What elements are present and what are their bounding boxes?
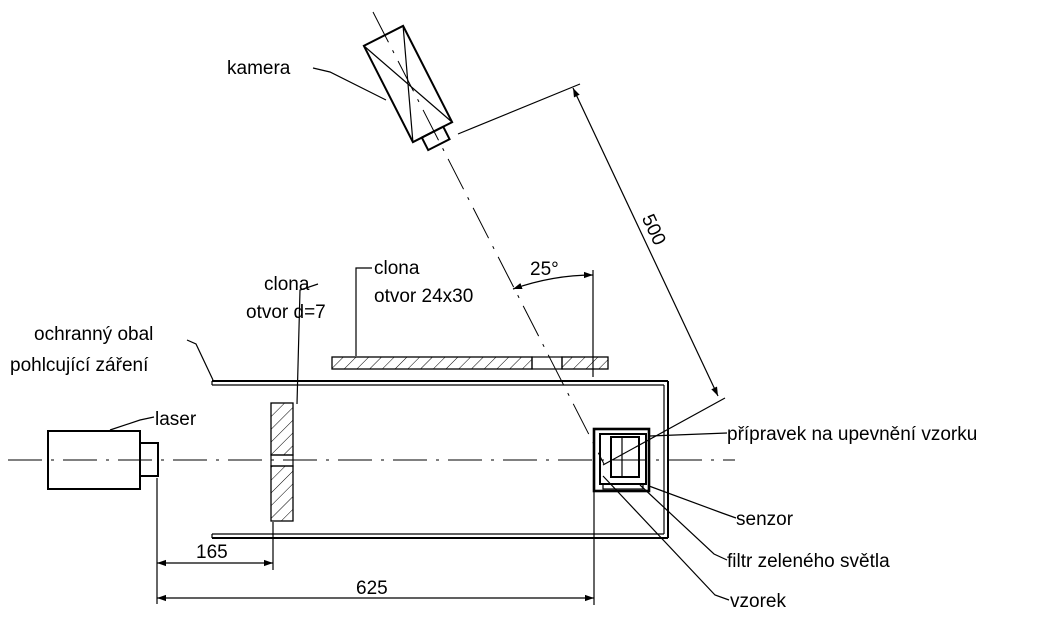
dimension-text-25: 25° — [530, 259, 559, 280]
laser-aperture — [139, 442, 159, 477]
label-kamera: kamera — [227, 58, 291, 79]
label-filtr: filtr zeleného světla — [727, 551, 890, 572]
leader-lines — [109, 67, 737, 601]
label-vzorek: vzorek — [730, 591, 786, 612]
angle-25 — [512, 270, 594, 377]
label-senzor: senzor — [736, 509, 794, 530]
label-clona-left-2: otvor d=7 — [246, 302, 326, 323]
label-laser: laser — [155, 409, 197, 430]
sample-holder — [592, 427, 651, 493]
label-clona-right-1: clona — [374, 258, 420, 279]
dimension-text-165: 165 — [196, 542, 228, 563]
top-diaphragm — [331, 356, 609, 370]
dimension-500 — [457, 83, 726, 466]
label-obal-1: ochranný obal — [34, 324, 153, 345]
label-pripravek: přípravek na upevnění vzorku — [727, 424, 977, 445]
dimension-165 — [156, 478, 274, 604]
dimension-text-500: 500 — [637, 211, 669, 249]
label-clona-left-1: clona — [264, 274, 310, 295]
label-obal-2: pohlcující záření — [10, 355, 149, 376]
left-diaphragm — [270, 402, 294, 522]
dimension-625 — [157, 491, 595, 605]
dimension-text-625: 625 — [356, 578, 388, 599]
label-clona-right-2: otvor 24x30 — [374, 286, 473, 307]
camera — [362, 24, 454, 152]
